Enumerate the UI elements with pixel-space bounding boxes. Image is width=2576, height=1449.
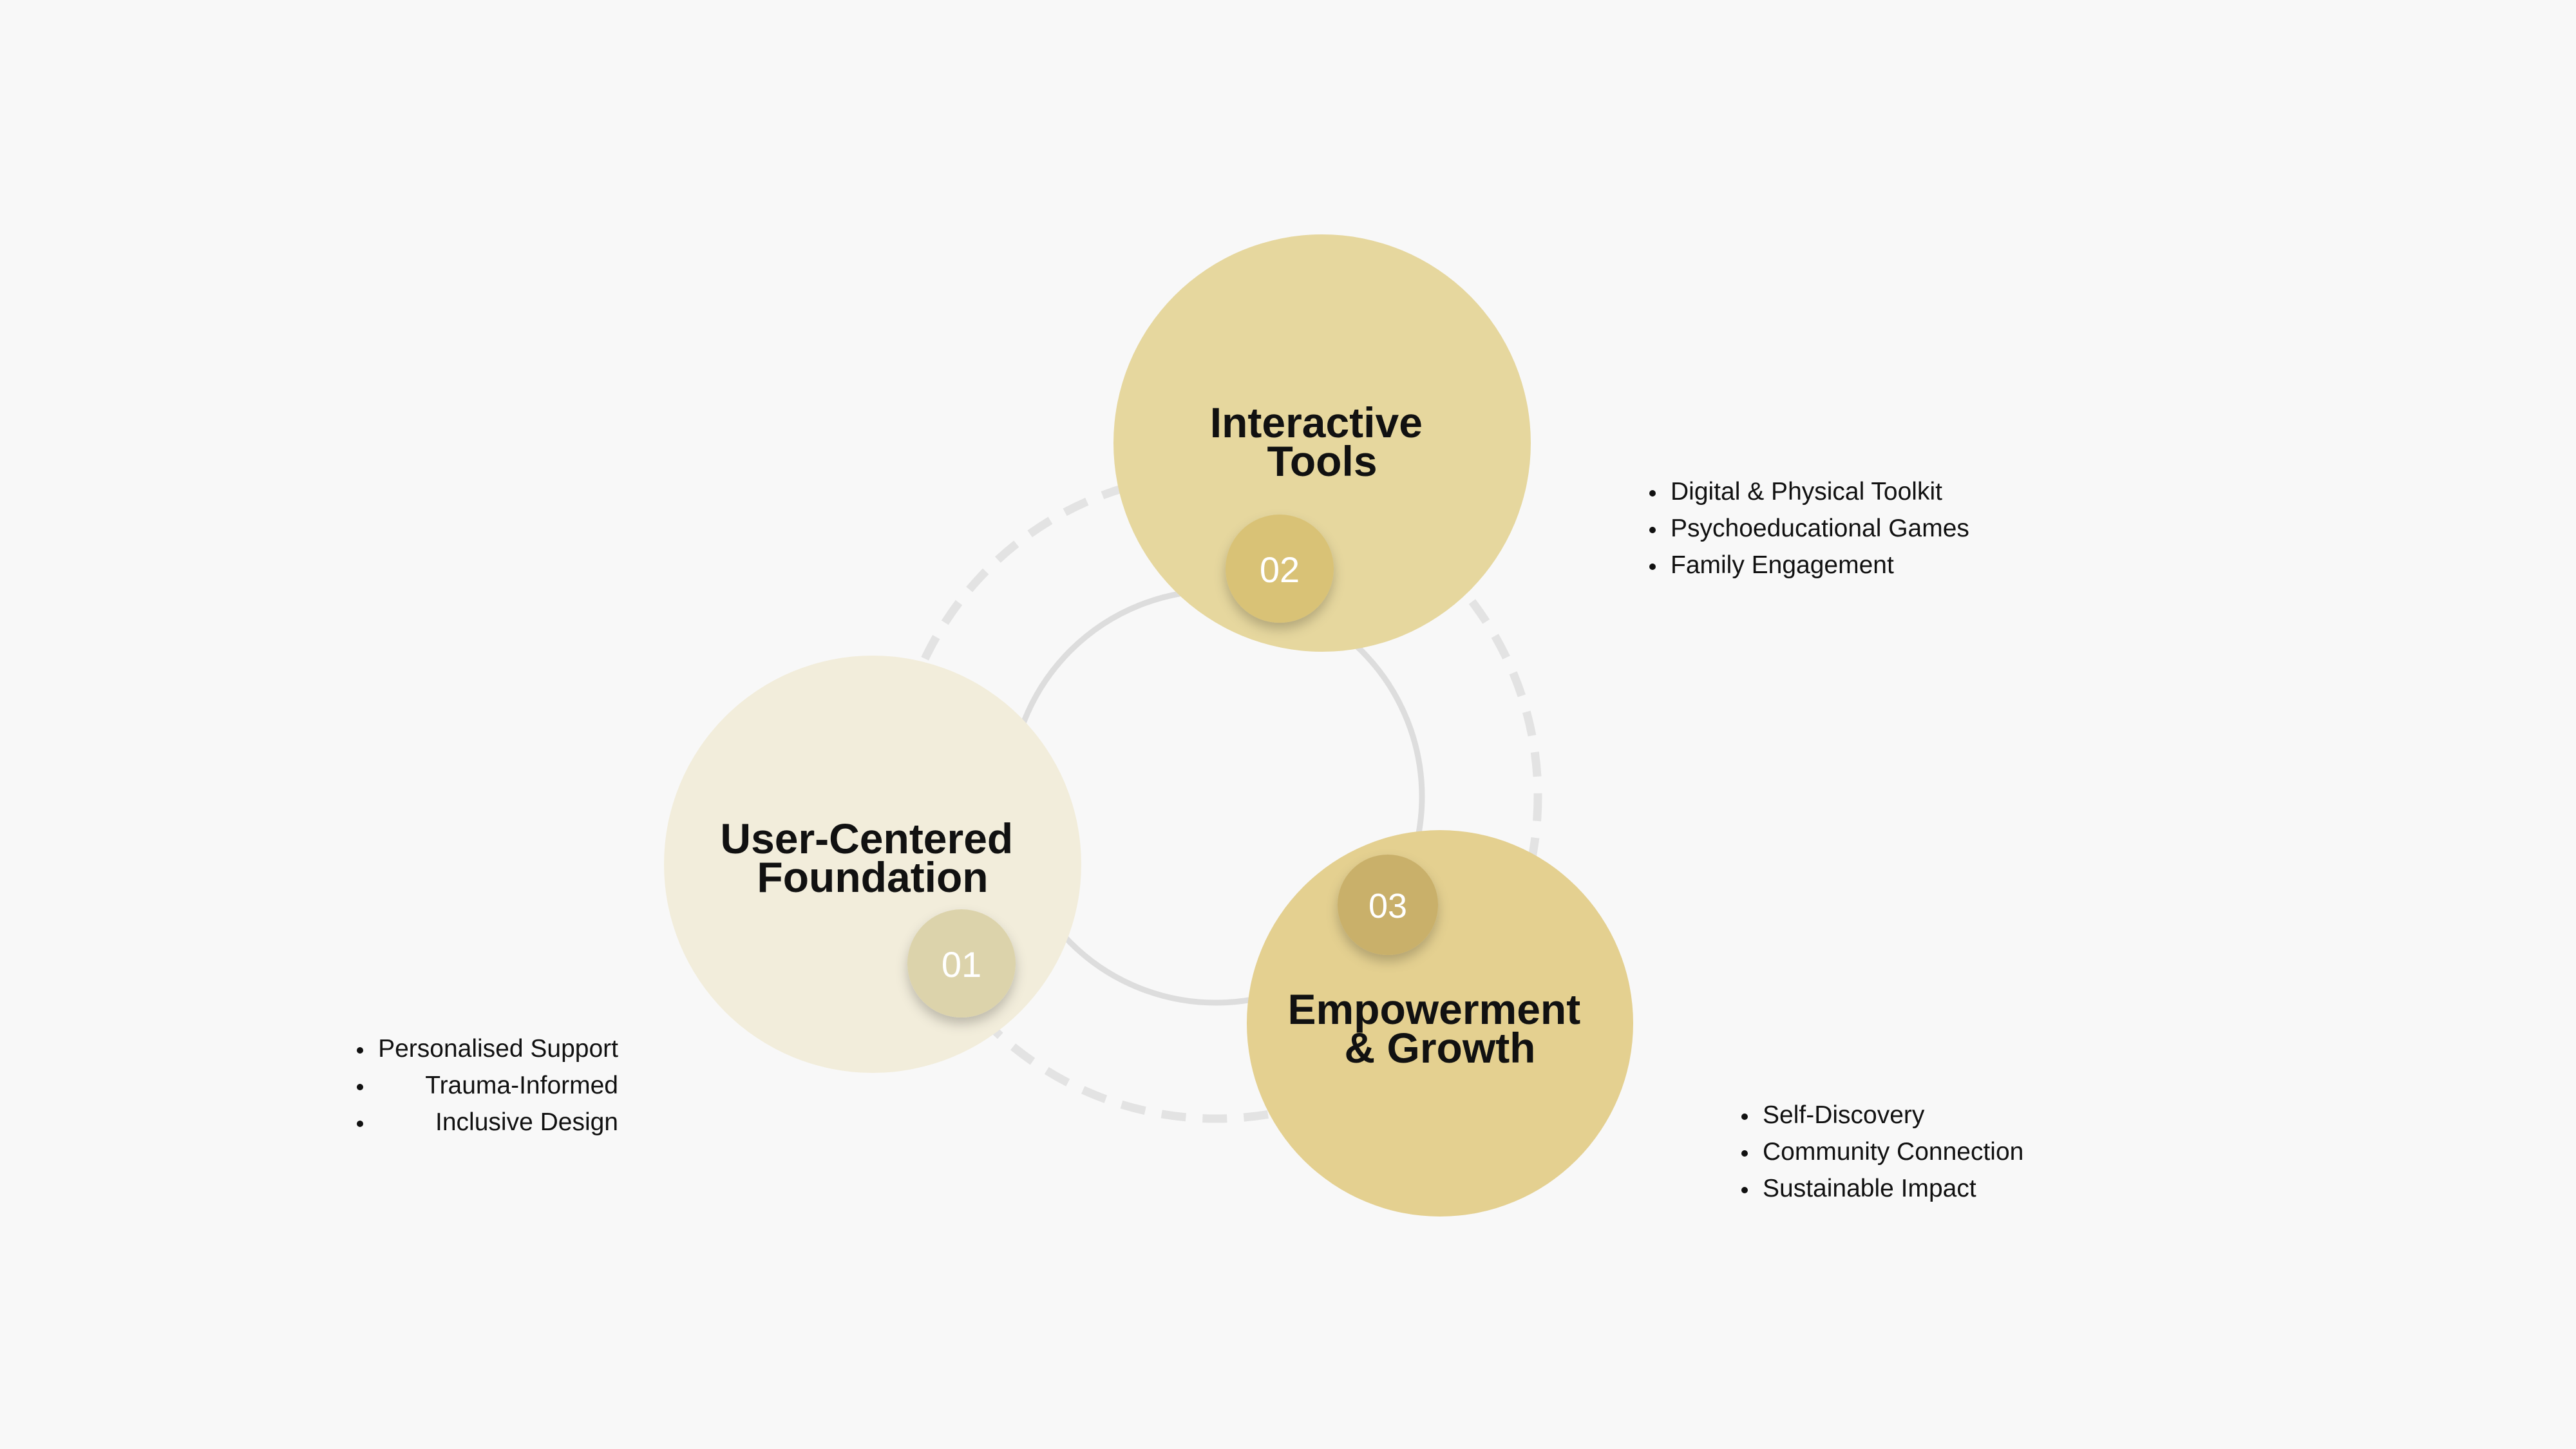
node-03-title: Empowerment & Growth xyxy=(1287,985,1592,1072)
list-item: Family Engagement xyxy=(1649,547,1969,583)
node-01-title-line-1: User-Centered xyxy=(720,815,1013,862)
node-02-number-badge xyxy=(1226,515,1334,623)
node-03-bullet-list: Self-Discovery Community Connection Sust… xyxy=(1741,1097,2023,1207)
list-item: Trauma-Informed xyxy=(357,1067,618,1104)
list-item: Inclusive Design xyxy=(357,1104,618,1141)
list-item: Psychoeducational Games xyxy=(1649,510,1969,547)
node-03-number-badge xyxy=(1338,855,1438,955)
node-03-number: 03 xyxy=(1368,887,1407,925)
list-item: Sustainable Impact xyxy=(1741,1170,2023,1207)
node-02-title-line-1: Interactive xyxy=(1210,399,1423,446)
node-02-bullet-list: Digital & Physical Toolkit Psychoeducati… xyxy=(1649,473,1969,583)
node-user-centered-foundation: User-Centered Foundation 01 xyxy=(664,656,1081,1073)
list-item: Digital & Physical Toolkit xyxy=(1649,473,1969,510)
node-03-title-line-1: Empowerment xyxy=(1287,985,1580,1033)
list-item: Personalised Support xyxy=(357,1030,618,1067)
node-01-title-line-2: Foundation xyxy=(757,853,988,901)
node-01-bullet-list: Personalised Support Trauma-Informed Inc… xyxy=(357,1030,618,1141)
node-empowerment-growth: Empowerment & Growth 03 xyxy=(1247,830,1633,1217)
node-01-title: User-Centered Foundation xyxy=(720,815,1025,901)
node-interactive-tools: Interactive Tools 02 xyxy=(1113,234,1531,652)
node-02-title-line-2: Tools xyxy=(1267,437,1377,485)
node-03-title-line-2: & Growth xyxy=(1345,1024,1536,1072)
node-01-number: 01 xyxy=(942,944,981,985)
node-02-number: 02 xyxy=(1260,549,1300,590)
node-02-title: Interactive Tools xyxy=(1210,399,1435,485)
node-02-circle xyxy=(1113,234,1531,652)
node-01-number-badge xyxy=(907,909,1016,1018)
list-item: Community Connection xyxy=(1741,1133,2023,1170)
list-item: Self-Discovery xyxy=(1741,1097,2023,1133)
